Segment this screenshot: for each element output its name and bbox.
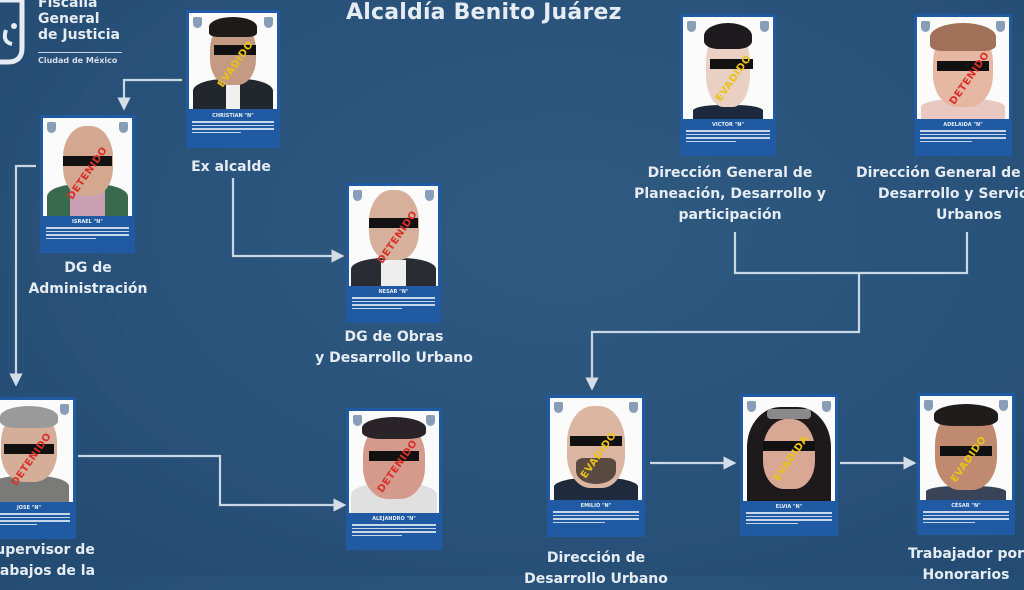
logo-divider bbox=[38, 52, 122, 53]
censor-bar bbox=[4, 444, 54, 454]
card-description bbox=[352, 297, 435, 311]
role-label-emilio: Dirección de Desarrollo Urbano bbox=[524, 550, 668, 587]
logo-subtitle: Ciudad de México bbox=[38, 56, 118, 65]
logo-line-3: de Justicia bbox=[38, 27, 120, 43]
role-label-nesar: DG de Obras y Desarrollo Urbano bbox=[315, 329, 473, 366]
fgj-logo: Fiscalía General de Justicia Ciudad de M… bbox=[0, 0, 140, 70]
card-name: ISRAEL "N" bbox=[72, 219, 103, 225]
censor-bar bbox=[570, 436, 622, 446]
logo-line-1: Fiscalía bbox=[38, 0, 98, 11]
card-description bbox=[923, 511, 1009, 525]
person-card-adelaida: DETENIDO ADELAIDA "N" bbox=[914, 14, 1012, 156]
role-label-christian: Ex alcalde bbox=[191, 159, 271, 175]
censor-bar bbox=[213, 45, 256, 55]
shield-icon bbox=[119, 122, 128, 133]
mugshot-photo: EVADIDO bbox=[920, 396, 1012, 500]
card-name: VICTOR "N" bbox=[711, 122, 745, 128]
card-description bbox=[553, 511, 639, 525]
card-name: ADELAIDA "N" bbox=[943, 122, 983, 128]
censor-bar bbox=[368, 218, 419, 228]
person-card-emilio: EVADIDO EMILIO "N" bbox=[547, 395, 645, 537]
censor-bar bbox=[62, 156, 113, 166]
person-card-victor: EVADIDO VICTOR "N" bbox=[680, 14, 776, 156]
page-title: Alcaldía Benito Juárez bbox=[346, 0, 622, 25]
card-description bbox=[0, 513, 70, 527]
person-card-jose: DETENIDO JOSE "N" bbox=[0, 397, 76, 539]
badge-icon bbox=[554, 402, 563, 413]
person-card-elvia: EVADIDA ELVIA "N" bbox=[740, 394, 838, 536]
badge-icon bbox=[687, 21, 696, 32]
card-name: CÉSAR "N" bbox=[951, 503, 981, 509]
card-name: ALEJANDRO "N" bbox=[372, 516, 416, 522]
role-label-cesar: Trabajador por Honorarios bbox=[907, 546, 1024, 583]
card-description bbox=[746, 512, 832, 526]
card-name: ELVIA "N" bbox=[775, 504, 803, 510]
card-name: NESAR "N" bbox=[378, 289, 409, 295]
person-card-alejandro: DETENIDO ALEJANDRO "N" bbox=[346, 408, 442, 550]
shield-icon bbox=[996, 21, 1005, 32]
censor-bar bbox=[710, 59, 754, 69]
mugshot-photo: DETENIDO bbox=[0, 400, 73, 502]
role-label-victor: Dirección General de Planeación, Desarro… bbox=[634, 165, 826, 223]
mugshot-photo: EVADIDO bbox=[550, 398, 642, 500]
mugshot-photo: EVADIDO bbox=[189, 13, 277, 109]
shield-icon bbox=[425, 190, 434, 201]
card-description bbox=[192, 121, 274, 135]
shield-icon bbox=[999, 400, 1008, 411]
shield-icon bbox=[264, 17, 273, 28]
shield-icon bbox=[629, 402, 638, 413]
badge-icon bbox=[921, 21, 930, 32]
card-description bbox=[920, 130, 1006, 144]
mugshot-photo: DETENIDO bbox=[349, 186, 438, 286]
badge-icon bbox=[47, 122, 56, 133]
shield-icon bbox=[760, 21, 769, 32]
mugshot-photo: DETENIDO bbox=[43, 118, 132, 216]
role-label-jose: Supervisor de Trabajos de la bbox=[0, 542, 96, 579]
person-card-cesar: EVADIDO CÉSAR "N" bbox=[917, 393, 1015, 535]
role-label-adelaida: Dirección General de Obras, Desarrollo y… bbox=[856, 165, 1024, 223]
censor-bar bbox=[937, 61, 989, 71]
badge-icon bbox=[747, 401, 756, 412]
card-description bbox=[686, 130, 770, 144]
person-card-nesar: DETENIDO NESAR "N" bbox=[346, 183, 441, 323]
logo-wordmark: Fiscalía General de Justicia bbox=[38, 0, 120, 43]
shield-icon bbox=[426, 415, 435, 426]
card-name: JOSE "N" bbox=[16, 505, 42, 511]
censor-bar bbox=[940, 446, 992, 456]
censor-bar bbox=[368, 451, 420, 461]
mugshot-photo: EVADIDA bbox=[743, 397, 835, 501]
censor-bar bbox=[763, 441, 815, 451]
card-name: CHRISTIAN "N" bbox=[212, 113, 254, 119]
role-label-israel: DG de Administración bbox=[28, 260, 148, 297]
shield-icon bbox=[822, 401, 831, 412]
badge-icon bbox=[353, 415, 362, 426]
mugshot-photo: DETENIDO bbox=[349, 411, 439, 513]
card-description bbox=[46, 227, 129, 241]
card-name: EMILIO "N" bbox=[580, 503, 612, 509]
badge-icon bbox=[193, 17, 202, 28]
badge-icon bbox=[353, 190, 362, 201]
person-card-christian: EVADIDO CHRISTIAN "N" bbox=[186, 10, 280, 148]
card-description bbox=[352, 524, 436, 538]
person-card-israel: DETENIDO ISRAEL "N" bbox=[40, 115, 135, 253]
org-connectors bbox=[9, 78, 969, 512]
logo-line-2: General bbox=[38, 11, 100, 27]
shield-icon bbox=[60, 404, 69, 415]
mugshot-photo: DETENIDO bbox=[917, 17, 1009, 119]
badge-icon bbox=[924, 400, 933, 411]
mugshot-photo: EVADIDO bbox=[683, 17, 773, 119]
fgj-logo-icon bbox=[0, 0, 25, 65]
